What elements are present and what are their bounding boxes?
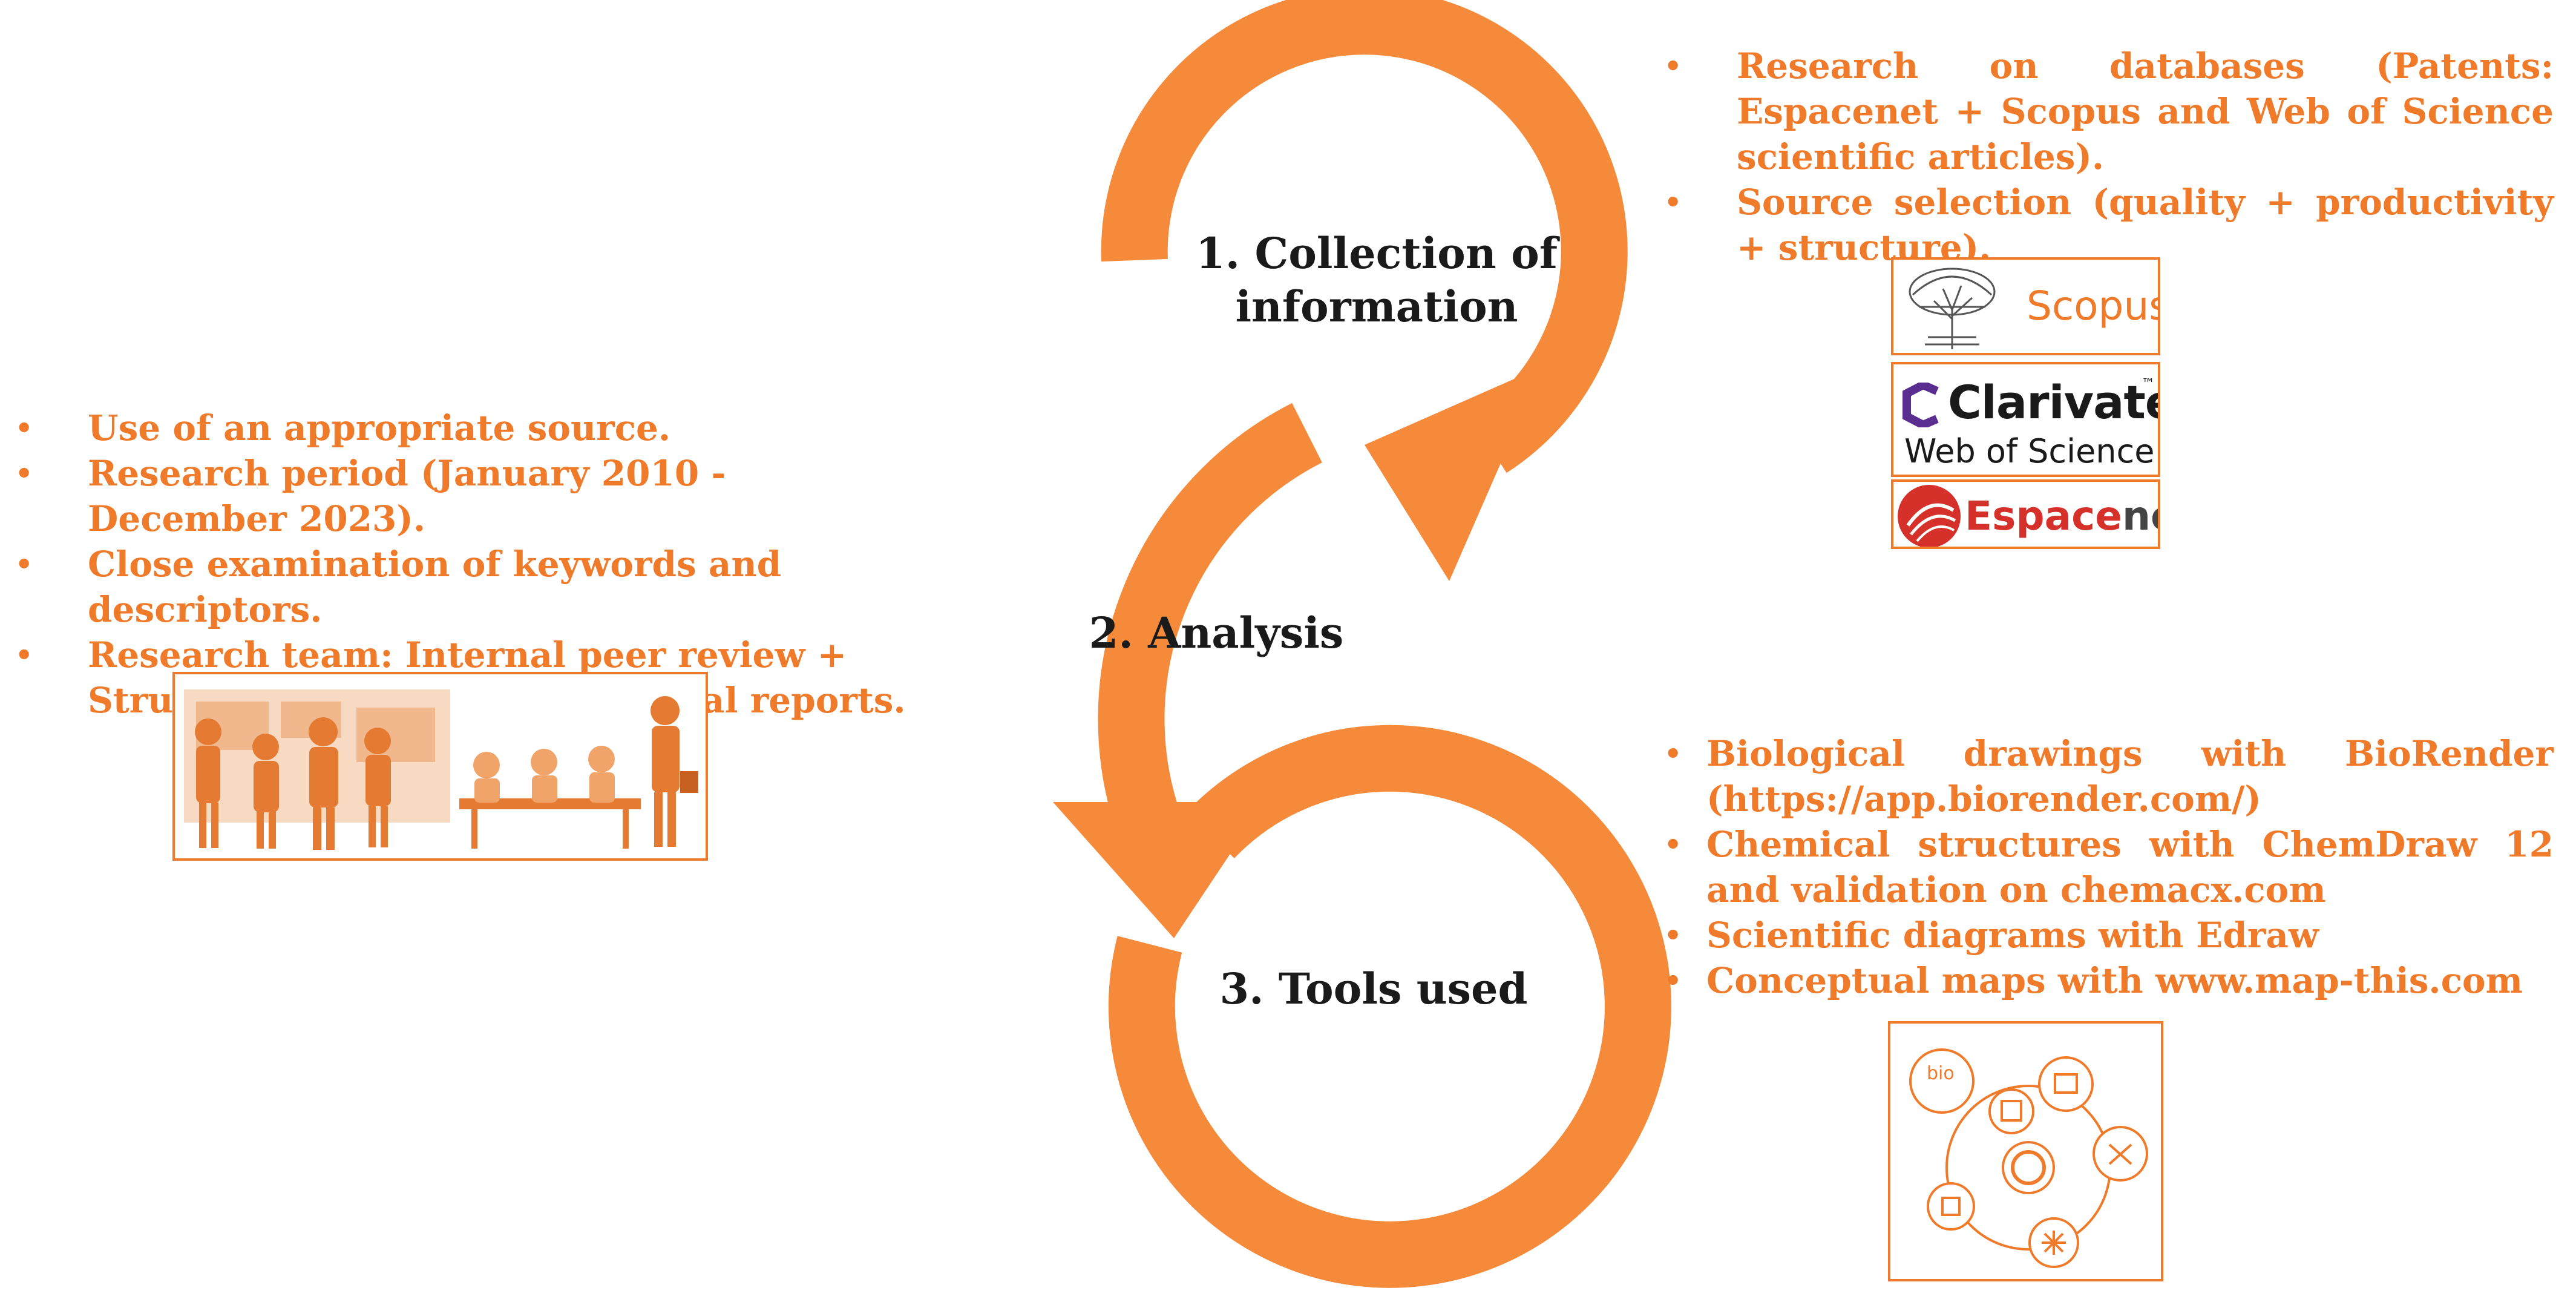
bullet-item: Close examination of keywords and descri… [15,542,935,633]
arrow-collection [1101,0,1628,473]
tools-cycle-image: bio [1909,1048,2148,1268]
step-analysis-line1: 2. Analysis [1089,608,1344,658]
step-tools-label: 3. Tools used [1213,962,1534,1016]
web-of-science-wordmark: Web of Science [1904,432,2155,470]
bullet-item: Research period (January 2010 - December… [15,451,935,542]
step-collection-label: 1. Collection of information [1186,227,1567,334]
step-collection-line2: information [1235,281,1518,332]
espacenet-logo: Espacenet [1891,479,2160,549]
espacenet-wordmark: Espacenet [1965,493,2158,539]
bullet-item: Scientific diagrams with Edraw [1664,913,2554,958]
arrowhead-collection [1365,366,1543,581]
arrow-analysis [1098,403,1323,838]
clarivate-mark-icon [1903,383,1939,427]
step-analysis-label: 2. Analysis [1065,607,1368,660]
espacenet-word-part1: Espace [1965,493,2123,539]
scopus-wordmark: Scopus [2027,283,2160,329]
bullet-item: Chemical structures with ChemDraw 12 and… [1664,822,2554,913]
research-team-image [175,674,706,858]
collection-bullets: Research on databases (Patents: Espacene… [1664,44,2554,271]
bullet-item: Research on databases (Patents: Espacene… [1664,44,2554,180]
step-collection-line1: 1. Collection of [1196,228,1558,278]
bullet-item: Biological drawings with BioRender (http… [1664,731,2554,822]
team-illustration [172,672,708,861]
arrow-tools [1108,725,1671,1288]
espacenet-word-part2: net [2122,493,2158,539]
scopus-logo: Scopus [1891,257,2160,355]
clarivate-wordmark: Clarivate [1948,375,2160,429]
espacenet-swirl-icon [1898,485,1961,547]
step-tools-line1: 3. Tools used [1219,964,1528,1014]
biorender-icon: bio [1927,1063,1955,1084]
tools-illustration: bio [1888,1021,2163,1281]
tools-bullets: Biological drawings with BioRender (http… [1664,731,2554,1004]
clarivate-logo: Clarivate ™ Web of Science [1891,362,2160,477]
tree-icon [1909,268,1996,349]
bullet-item: Use of an appropriate source. [15,406,935,451]
bullet-item: Conceptual maps with www.map-this.com [1664,958,2554,1004]
clarivate-trademark: ™ [2142,376,2155,392]
